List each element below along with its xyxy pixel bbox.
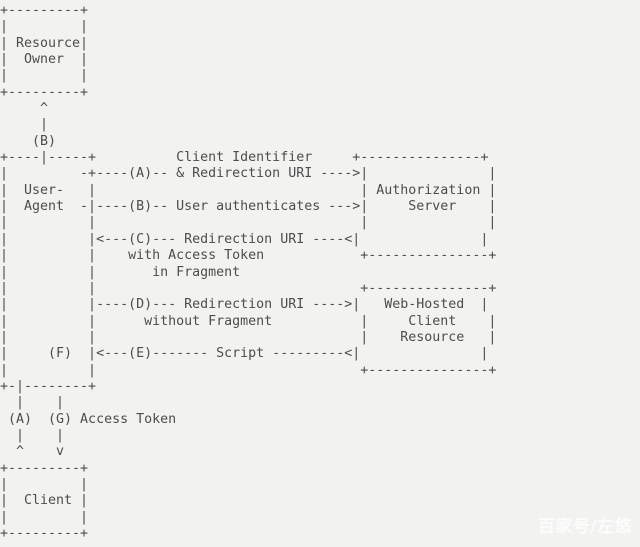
ascii-art-diagram: +---------+ | | | Resource| | Owner | | … [0, 3, 497, 541]
watermark-label: 百家号/左悠 [537, 517, 632, 537]
